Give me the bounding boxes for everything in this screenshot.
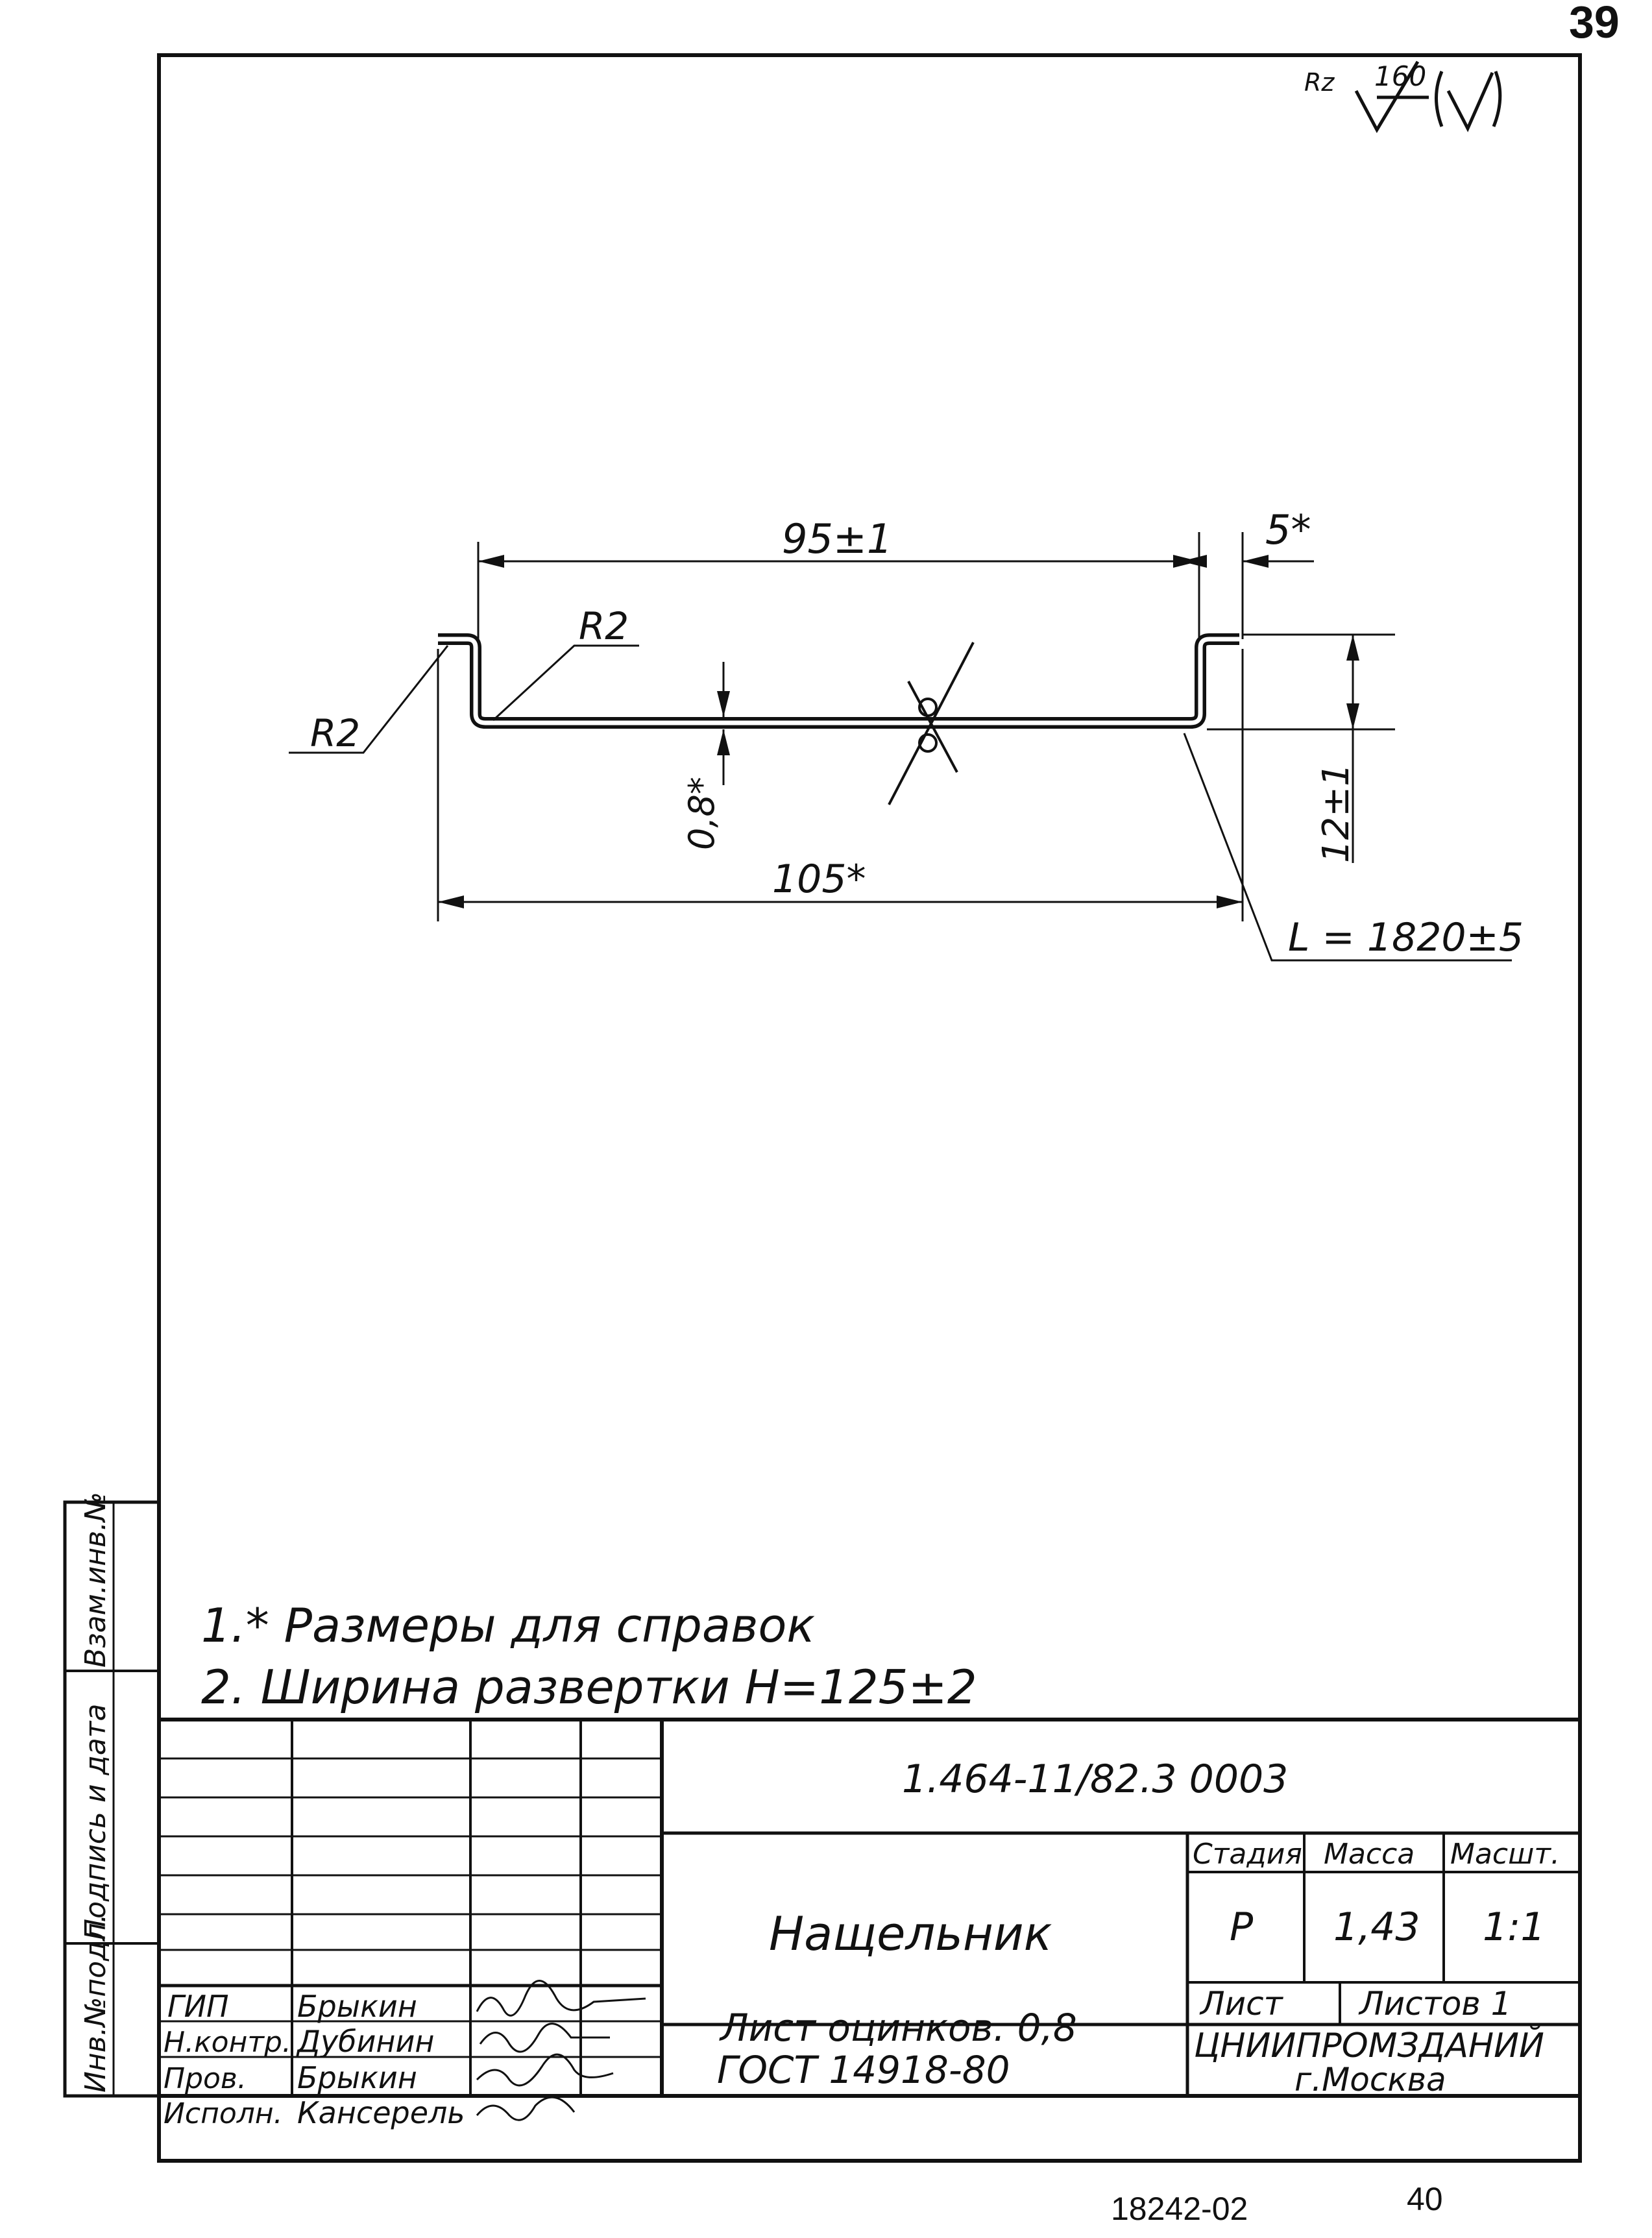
- name-checked: Брыкин: [297, 2060, 417, 2095]
- roughness-value: 160: [1374, 60, 1426, 92]
- page-number-top: 39: [1569, 0, 1620, 47]
- roughness-symbol: [1354, 60, 1502, 134]
- side-stamp-signature: Подпись и дата: [79, 1704, 112, 1940]
- dim-length-95: 95±1: [782, 515, 892, 563]
- document-code: 18242-02: [1111, 2191, 1248, 2227]
- mass-header: Масса: [1324, 1838, 1415, 1871]
- material-line-1: Лист оцинков. 0,8: [719, 2006, 1077, 2050]
- scale-value: 1:1: [1483, 1904, 1546, 1950]
- dim-width-105: 105*: [772, 857, 866, 902]
- note-2: 2. Ширина развертки H=125±2: [201, 1660, 977, 1714]
- page-number-bottom: 40: [1407, 2181, 1443, 2217]
- side-stamp-replacement: Взам.инв.№: [79, 1492, 112, 1668]
- organization-city: г.Москва: [1294, 2061, 1446, 2098]
- role-gip: ГИП: [167, 1989, 229, 2024]
- side-stamp-inventory: Инв.№подл.: [79, 1914, 112, 2093]
- role-executed: Исполн.: [164, 2097, 283, 2130]
- radius-outer: R2: [310, 711, 360, 755]
- part-profile: [438, 633, 1239, 729]
- break-symbol: [888, 642, 975, 805]
- sheets-label: Листов 1: [1358, 1985, 1511, 2023]
- doc-number: 1.464-11/82.3 0003: [902, 1757, 1288, 1802]
- dim-flange-5: 5*: [1265, 506, 1311, 553]
- length-leader: [1183, 733, 1512, 962]
- dimension-height: [1207, 633, 1395, 863]
- note-1: 1.* Размеры для справок: [201, 1598, 815, 1653]
- part-name: Нащельник: [769, 1906, 1052, 1961]
- roughness-prefix: Rz: [1304, 68, 1335, 97]
- role-checked: Пров.: [164, 2062, 247, 2095]
- sheet-frame: [63, 53, 1582, 2163]
- name-gip: Брыкин: [297, 1989, 417, 2024]
- name-norm-control: Дубинин: [296, 2024, 434, 2059]
- dim-height: 12±1: [1315, 763, 1357, 863]
- name-executed: Кансерель: [297, 2095, 465, 2130]
- role-norm-control: Н.контр.: [164, 2026, 291, 2059]
- mass-value: 1,43: [1333, 1904, 1420, 1950]
- dim-thickness: 0,8*: [681, 777, 722, 850]
- dimension-bottom: [437, 649, 1244, 921]
- signatures: [476, 1980, 646, 2121]
- dim-length-total: L = 1820±5: [1288, 915, 1524, 960]
- scale-header: Масшт.: [1450, 1838, 1560, 1871]
- title-block-grid: [159, 1718, 1580, 2098]
- stage-header: Стадия: [1193, 1838, 1302, 1871]
- dimension-top: [477, 532, 1314, 639]
- material-line-2: ГОСТ 14918-80: [717, 2048, 1010, 2092]
- sheet-label: Лист: [1199, 1985, 1284, 2023]
- stage-value: Р: [1230, 1904, 1254, 1950]
- organization-name: ЦНИИПРОМЗДАНИЙ: [1194, 2026, 1544, 2065]
- radius-leaders: [289, 644, 639, 754]
- radius-inner: R2: [579, 604, 629, 648]
